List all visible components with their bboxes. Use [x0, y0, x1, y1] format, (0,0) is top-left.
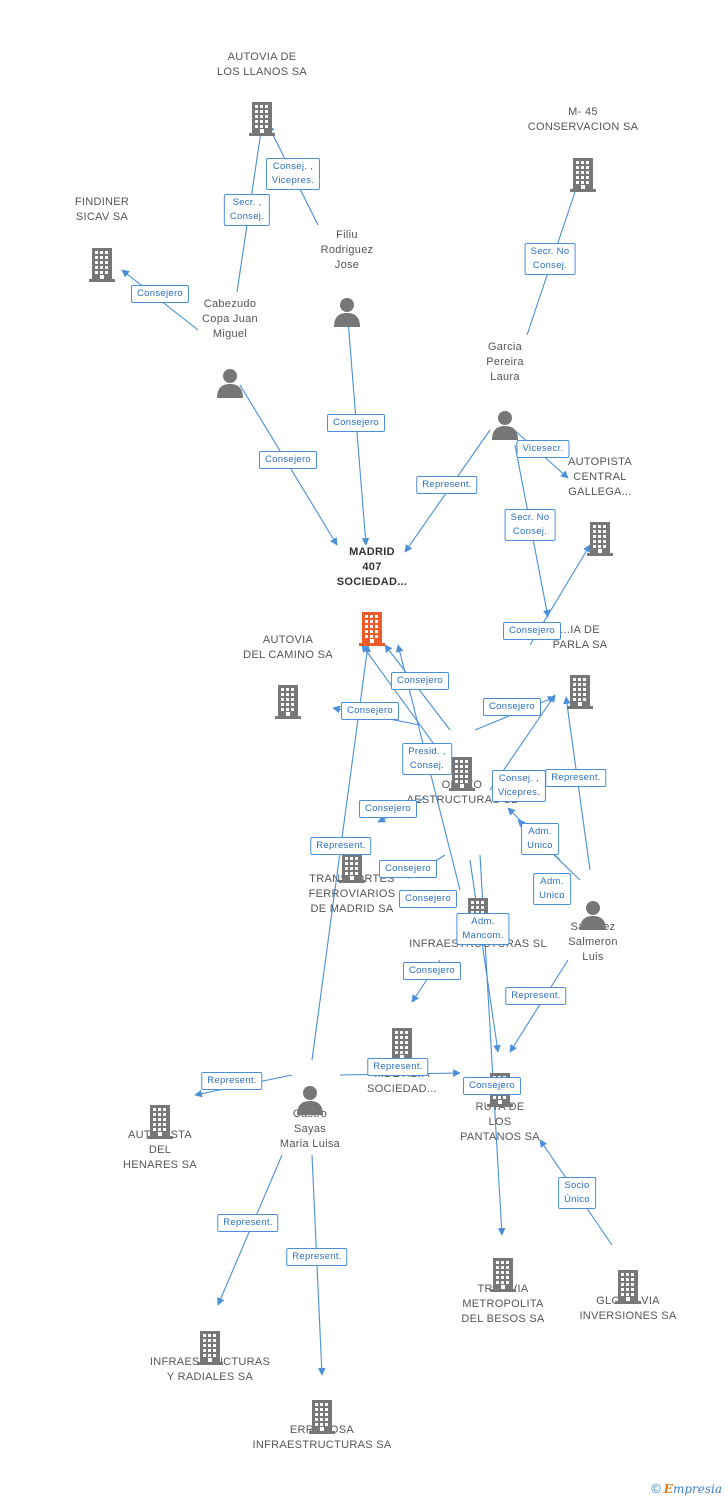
edge-label[interactable]: Represent. — [310, 837, 372, 855]
edge-label[interactable]: Consejero — [482, 698, 542, 716]
building-icon[interactable] — [585, 522, 615, 561]
building-icon[interactable] — [195, 1331, 225, 1370]
person-icon[interactable] — [295, 1085, 325, 1120]
edge-label[interactable]: Consej. , Vicepres. — [265, 158, 321, 190]
edge-label[interactable]: Consejero — [340, 702, 400, 720]
node-label[interactable]: AUTOPISTA DEL HENARES SA — [123, 1129, 197, 1171]
building-icon[interactable] — [273, 685, 303, 724]
building-icon[interactable] — [568, 158, 598, 197]
building-icon[interactable] — [447, 757, 477, 796]
building-icon[interactable] — [87, 248, 117, 287]
edge-label[interactable]: Consejero — [390, 672, 450, 690]
empresia-logo-text: mpresia — [672, 1482, 722, 1496]
building-icon[interactable] — [145, 1105, 175, 1144]
node-label[interactable]: ...IA DE PARLA SA — [552, 624, 608, 651]
building-icon[interactable] — [488, 1258, 518, 1297]
edge-label[interactable]: Consejero — [402, 962, 462, 980]
edge-label[interactable]: Represent. — [505, 987, 567, 1005]
person-icon[interactable] — [578, 900, 608, 935]
relation-edge-22 — [469, 859, 501, 1053]
edge-label[interactable]: Adm. Unico — [521, 823, 559, 855]
edge-label[interactable]: Represent. — [545, 769, 607, 787]
node-label[interactable]: Filiu Rodriguez Jose — [320, 229, 374, 271]
empresia-footer[interactable]: ©Empresia — [651, 1481, 722, 1496]
node-label[interactable]: M- 45 CONSERVACION SA — [527, 106, 639, 133]
building-icon[interactable] — [247, 102, 277, 141]
edge-label[interactable]: Presid. , Consej. — [402, 743, 452, 775]
empresia-logo-e: E — [663, 1482, 673, 1496]
edge-label[interactable]: Consejero — [130, 285, 190, 303]
edge-label[interactable]: Consejero — [326, 414, 386, 432]
edge-label[interactable]: Secr. , Consej. — [223, 194, 271, 226]
relation-edge-24 — [509, 959, 569, 1053]
building-icon[interactable] — [307, 1400, 337, 1439]
edge-label[interactable]: Secr. No Consej. — [524, 243, 576, 275]
edge-label[interactable]: Consejero — [462, 1077, 522, 1095]
edge-label[interactable]: Represent. — [217, 1214, 279, 1232]
person-icon[interactable] — [332, 297, 362, 332]
edge-label[interactable]: Vicesecr. — [516, 440, 570, 458]
person-icon[interactable] — [215, 368, 245, 403]
edge-label[interactable]: Consejero — [502, 622, 562, 640]
edge-label[interactable]: Represent. — [367, 1058, 429, 1076]
relation-edge-5 — [347, 319, 370, 546]
building-icon[interactable] — [357, 612, 387, 651]
building-icon[interactable] — [613, 1270, 643, 1309]
building-icon[interactable] — [565, 675, 595, 714]
edge-label[interactable]: Represent. — [286, 1248, 348, 1266]
node-label[interactable]: AUTOPISTA CENTRAL GALLEGA... — [567, 456, 633, 498]
edge-label[interactable]: Socio Único — [558, 1177, 596, 1209]
edge-label[interactable]: Consejero — [258, 451, 318, 469]
node-label[interactable]: MADRID 407 SOCIEDAD... — [336, 546, 408, 588]
node-label[interactable]: Cabezudo Copa Juan Miguel — [202, 298, 258, 340]
edge-label[interactable]: Secr. No Consej. — [504, 509, 556, 541]
copyright-symbol: © — [651, 1481, 661, 1496]
edge-label[interactable]: Consej. , Vicepres. — [491, 770, 547, 802]
node-label[interactable]: AUTOVIA DEL CAMINO SA — [243, 634, 333, 661]
edge-label[interactable]: Consejero — [398, 890, 458, 908]
person-icon[interactable] — [490, 410, 520, 445]
edge-label[interactable]: Represent. — [201, 1072, 263, 1090]
node-label[interactable]: FINDINER SICAV SA — [74, 196, 130, 223]
node-label[interactable]: TRANSPORTES FERROVIARIOS DE MADRID SA — [308, 873, 396, 915]
edge-label[interactable]: Consejero — [378, 860, 438, 878]
node-label[interactable]: Garcia Pereira Laura — [486, 341, 524, 383]
edge-label[interactable]: Consejero — [358, 800, 418, 818]
edge-label[interactable]: Adm. Unico — [533, 873, 571, 905]
edge-label[interactable]: Represent. — [416, 476, 478, 494]
edge-label[interactable]: Adm. Mancom. — [456, 913, 510, 945]
node-label[interactable]: AUTOVIA DE LOS LLANOS SA — [216, 51, 308, 78]
